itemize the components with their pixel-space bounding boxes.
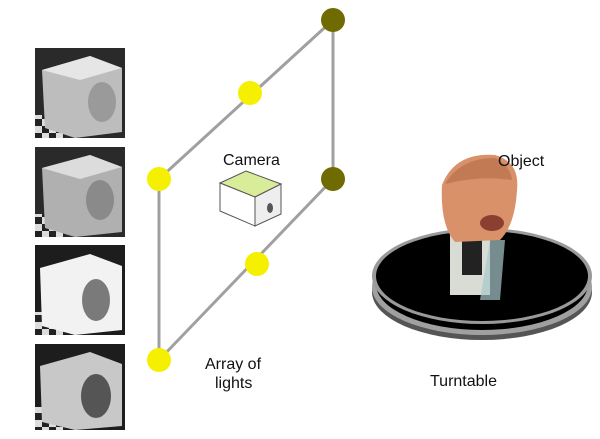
thumbnail-1	[35, 48, 125, 138]
camera-label: Camera	[223, 152, 280, 169]
object-label: Object	[498, 153, 545, 170]
turntable-label: Turntable	[430, 373, 497, 390]
object-on-turntable	[441, 154, 518, 300]
array-of-lights-label-line2: lights	[215, 375, 252, 392]
light-on-bottom	[147, 348, 171, 372]
light-on-lower	[245, 252, 269, 276]
thumbnail-4	[35, 344, 125, 430]
thumbnail-3	[35, 245, 125, 335]
light-on-left	[147, 167, 171, 191]
thumbnail-2	[35, 147, 125, 237]
light-off-right	[321, 167, 345, 191]
light-off-top	[321, 8, 345, 32]
array-of-lights-label-line1: Array of	[205, 356, 262, 373]
light-on-upper	[238, 81, 262, 105]
camera-icon	[218, 170, 283, 227]
